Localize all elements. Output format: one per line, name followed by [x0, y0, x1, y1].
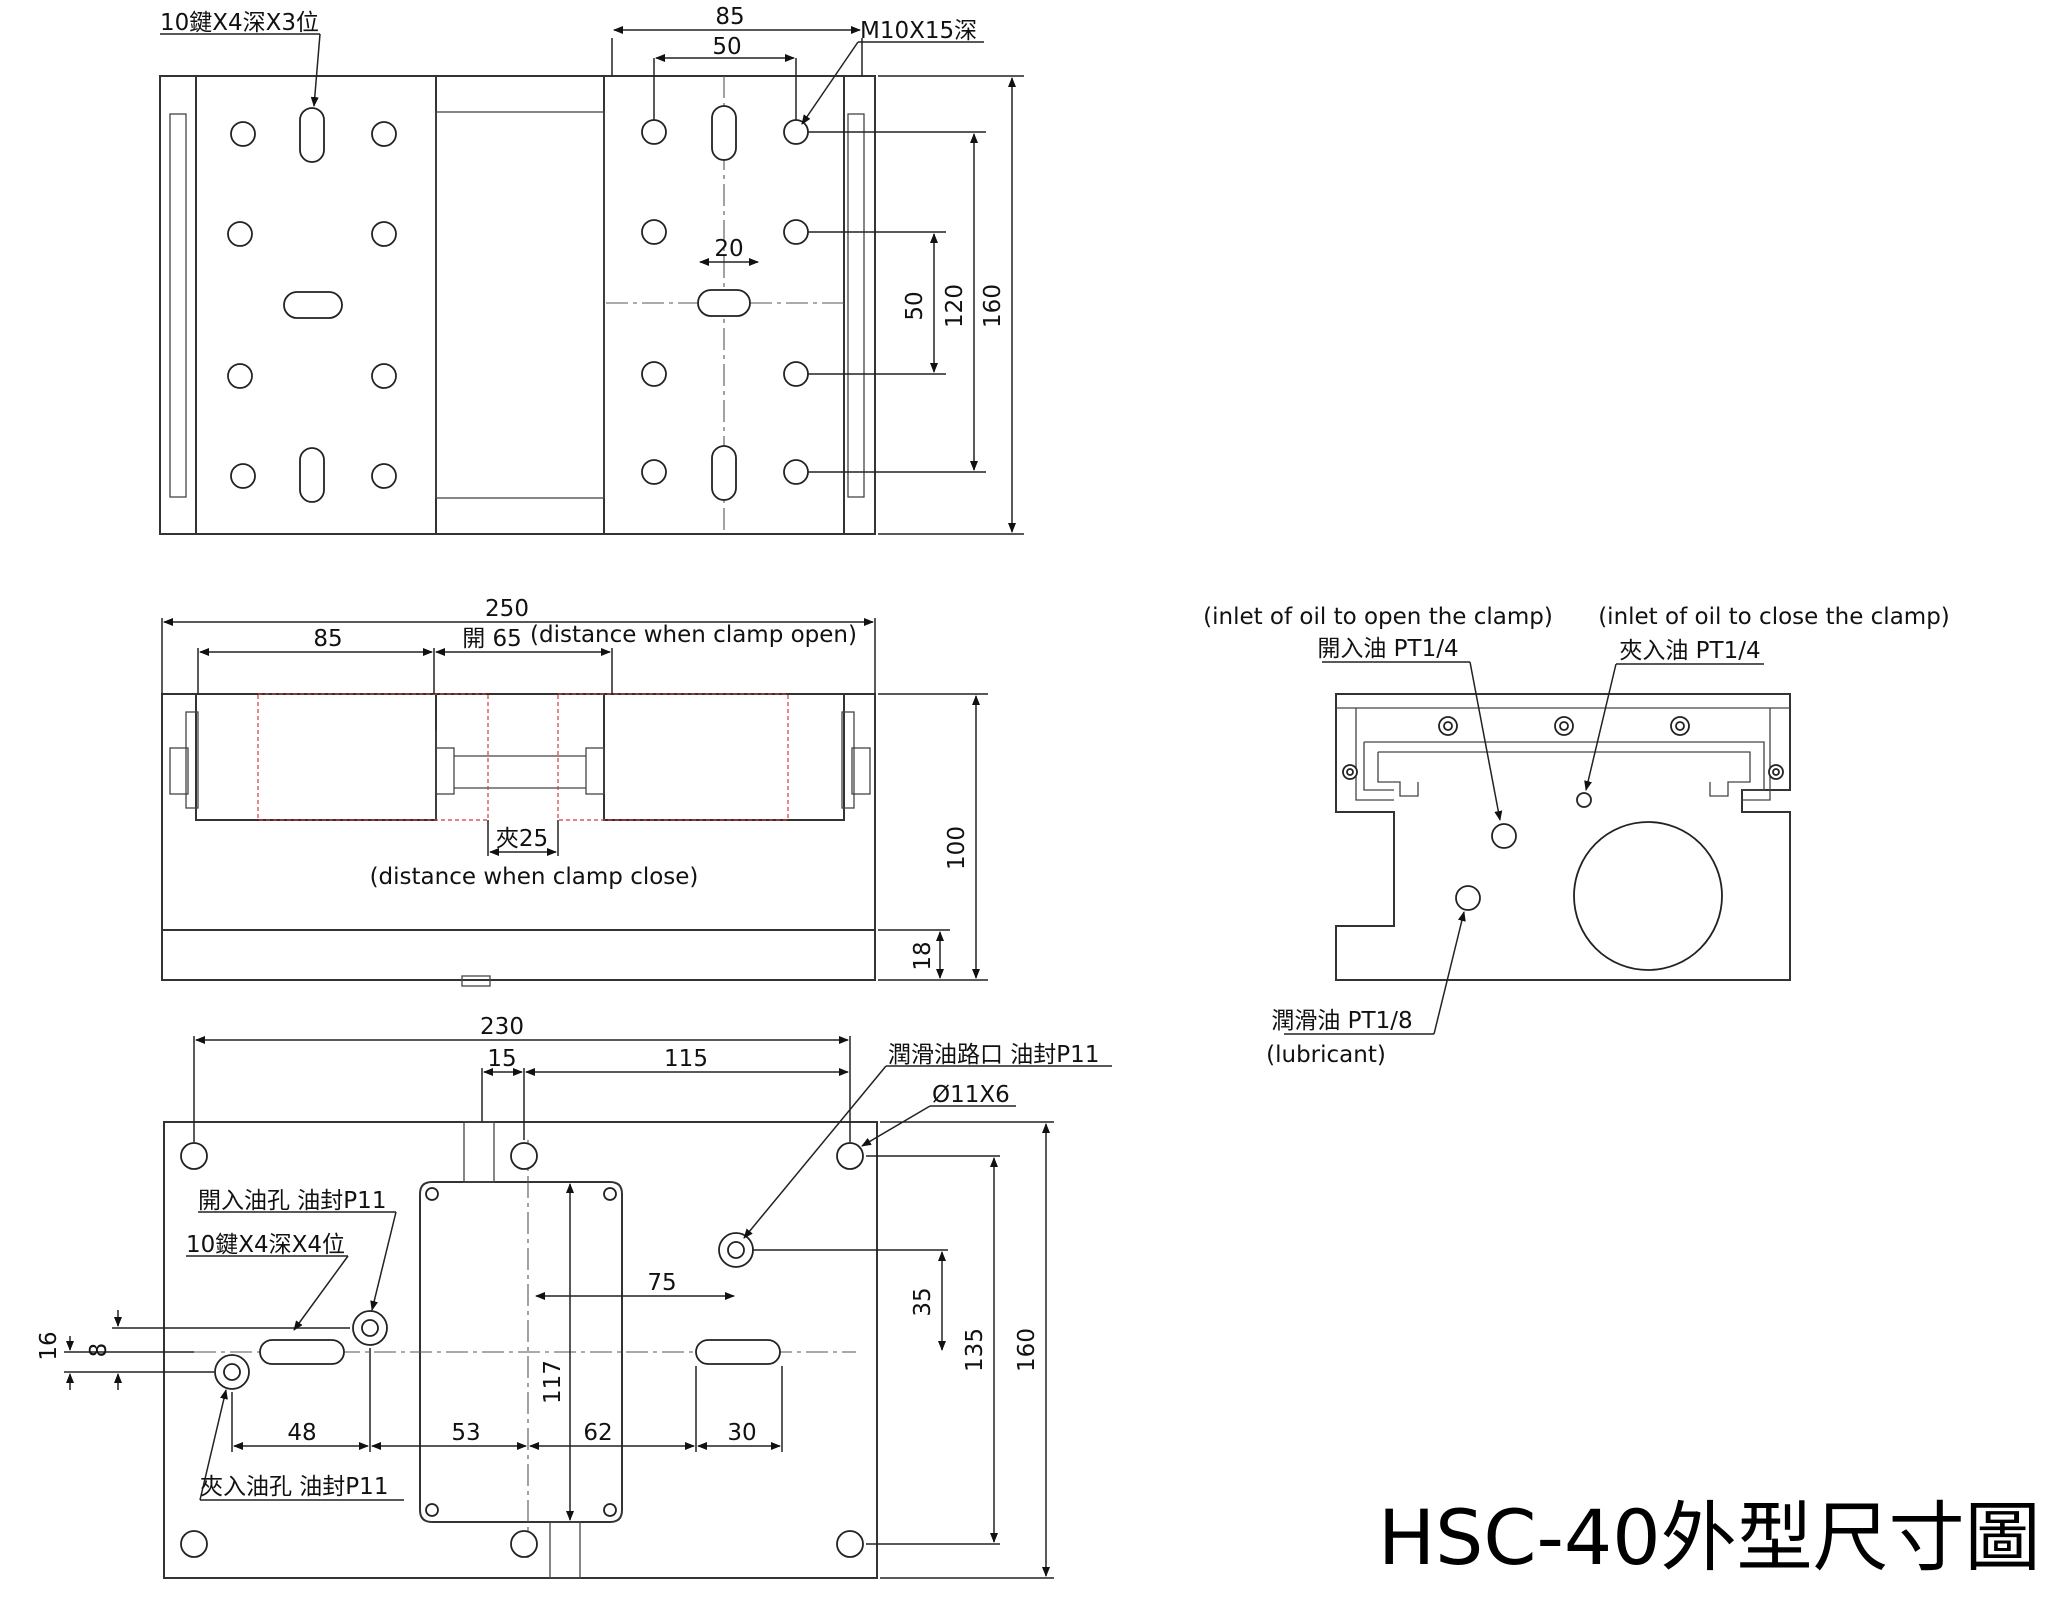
dim-75: 75 [647, 1270, 676, 1296]
note-open-hole: 開入油孔 油封P11 [198, 1188, 386, 1214]
end-close-note: (inlet of oil to close the clamp) [1598, 604, 1950, 630]
dim-8: 8 [86, 1343, 112, 1358]
bottom-base [163, 1121, 878, 1579]
end-lube-note: (lubricant) [1266, 1042, 1386, 1068]
dim-16: 16 [36, 1331, 62, 1360]
note-keyway-bottom: 10鍵X4深X4位 [186, 1232, 345, 1258]
dim-117: 117 [540, 1360, 566, 1404]
side-right-jaw [603, 693, 845, 821]
side-base [161, 693, 876, 931]
end-view: (inlet of oil to open the clamp) 開入油 PT1… [1203, 604, 1950, 1068]
dim-35: 35 [910, 1287, 936, 1316]
dim-115: 115 [664, 1046, 708, 1072]
dim-62: 62 [583, 1420, 612, 1446]
dim-160-side: 160 [980, 284, 1006, 328]
note-thread: M10X15深 [860, 18, 977, 44]
close-label: 夾25 [496, 826, 548, 852]
dim-18: 18 [910, 941, 936, 970]
end-body [1335, 693, 1791, 981]
dim-50-side: 50 [902, 291, 928, 320]
close-note: (distance when clamp close) [370, 864, 699, 890]
dim-53: 53 [451, 1420, 480, 1446]
dim-20-top: 20 [714, 236, 743, 262]
open-note: (distance when clamp open) [530, 622, 857, 648]
dim-230: 230 [480, 1014, 524, 1040]
dim-15: 15 [487, 1046, 516, 1072]
dim-50-top: 50 [712, 34, 741, 60]
top-right-rail [847, 113, 865, 498]
note-holes: Ø11X6 [932, 1082, 1010, 1108]
top-left-rail [169, 113, 187, 498]
drawing-title: HSC-40外型尺寸圖 [1378, 1493, 2041, 1582]
dim-30: 30 [727, 1420, 756, 1446]
open-label: 開 65 [462, 626, 522, 652]
dim-250: 250 [485, 596, 529, 622]
dim-160-bottom: 160 [1014, 1328, 1040, 1372]
side-foot [161, 929, 876, 981]
note-lube-port: 潤滑油路口 油封P11 [888, 1042, 1099, 1068]
dim-48: 48 [287, 1420, 316, 1446]
dim-135: 135 [962, 1328, 988, 1372]
top-middle-channel [435, 111, 605, 499]
bottom-pocket [419, 1181, 623, 1523]
top-base-outline [159, 75, 876, 535]
end-open-note: (inlet of oil to open the clamp) [1203, 604, 1553, 630]
dim-85-side: 85 [313, 626, 342, 652]
note-close-hole: 夾入油孔 油封P11 [200, 1474, 388, 1500]
side-view: 250 85 開 65 (distance when clamp open) 夾… [161, 596, 988, 987]
dim-85-top: 85 [715, 4, 744, 30]
end-open-label: 開入油 PT1/4 [1317, 636, 1458, 662]
dim-100: 100 [944, 826, 970, 870]
end-lube-label: 潤滑油 PT1/8 [1271, 1008, 1412, 1034]
end-close-label: 夾入油 PT1/4 [1619, 638, 1760, 664]
dim-120-side: 120 [942, 284, 968, 328]
note-keyway-top: 10鍵X4深X3位 [160, 10, 319, 36]
top-view: 85 50 20 50 120 160 10鍵X4深X3位 M10X15深 [159, 4, 1024, 535]
bottom-view: 230 15 115 75 35 135 160 117 8 16 [36, 1014, 1112, 1579]
side-left-jaw [195, 693, 437, 821]
